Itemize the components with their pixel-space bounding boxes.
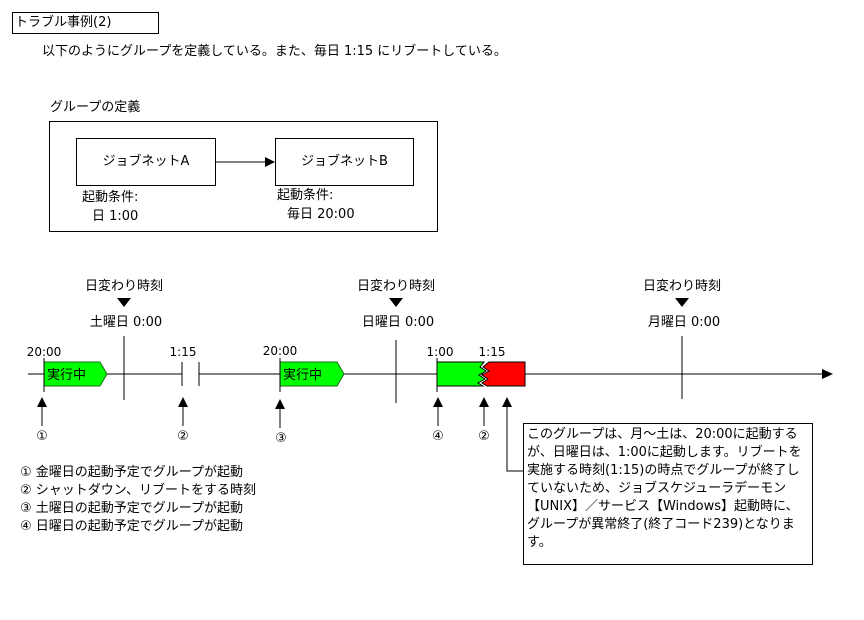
legend-item: ④ 日曜日の起動予定でグループが起動 [20,519,244,534]
up-arrow-icon [479,397,489,407]
jobnet-b-box: ジョブネットB [275,138,414,186]
event-arrow-2 [178,397,188,426]
legend: ① 金曜日の起動予定でグループが起動 ② シャットダウン、リブートをする時刻 ③… [20,464,256,536]
event-number-2: ② [177,429,189,444]
event-arrow-2b [479,397,489,426]
explanation-note-text: このグループは、月～土は、20:00に起動するが、日曜日は、1:00に起動します… [527,427,802,550]
legend-item: ② シャットダウン、リブートをする時刻 [20,483,257,498]
intro-text: 以下のようにグループを定義している。また、毎日 1:15 にリブートしている。 [42,44,507,59]
explanation-note: このグループは、月～土は、20:00に起動するが、日曜日は、1:00に起動します… [523,423,813,565]
day-change-marker-icon [675,298,689,307]
jobnet-a-condition: 起動条件: 日 1:00 [82,188,138,226]
running-label: 実行中 [47,367,86,383]
event-number-2b: ② [478,429,490,444]
event-number-4: ④ [432,429,444,444]
running-label: 実行中 [283,367,322,383]
page-title: トラブル事例(2) [12,12,159,34]
time-label-sun-start: 1:00 [427,345,454,359]
running-bar-sun [436,361,487,387]
event-number-3: ③ [275,431,287,446]
jobnet-b-condition-label: 起動条件: [277,188,334,203]
jobnet-b-condition: 起動条件: 毎日 20:00 [277,186,355,224]
day-change-label: 日変わり時刻 [85,278,163,294]
day-marker-mon: 月曜日 0:00 [648,315,720,330]
event-arrow-1 [37,397,47,426]
up-arrow-icon [37,397,47,407]
jobnet-a-condition-label: 起動条件: [82,190,139,205]
note-callout-arrow [502,397,523,472]
group-definition-frame [49,121,438,232]
jobnet-a-condition-value: 日 1:00 [92,209,139,224]
abnormal-end-bar [481,361,526,387]
jobnet-b-condition-value: 毎日 20:00 [287,207,355,222]
day-change-label: 日変わり時刻 [643,278,721,294]
time-label-sat-start: 20:00 [263,344,298,358]
up-arrow-icon [502,397,512,407]
day-marker-sun: 日曜日 0:00 [362,315,434,330]
event-number-1: ① [36,429,48,444]
day-change-marker-icon [117,298,131,307]
day-marker-sat: 土曜日 0:00 [90,315,162,330]
up-arrow-icon [275,399,285,409]
time-label-reboot-2: 1:15 [479,345,506,359]
day-change-marker-icon [389,298,403,307]
day-change-label: 日変わり時刻 [357,278,435,294]
group-definition-label: グループの定義 [50,100,141,115]
jobnet-link-arrowhead-icon [265,157,275,167]
up-arrow-icon [178,397,188,407]
jobnet-a-box: ジョブネットA [76,138,216,186]
up-arrow-icon [433,397,443,407]
event-arrow-3 [275,399,285,428]
time-label-fri-start: 20:00 [27,345,62,359]
time-label-reboot: 1:15 [170,345,197,359]
event-arrow-4 [433,397,443,426]
timeline-arrowhead-icon [822,369,833,379]
legend-item: ③ 土曜日の起動予定でグループが起動 [20,501,244,516]
legend-item: ① 金曜日の起動予定でグループが起動 [20,465,244,480]
